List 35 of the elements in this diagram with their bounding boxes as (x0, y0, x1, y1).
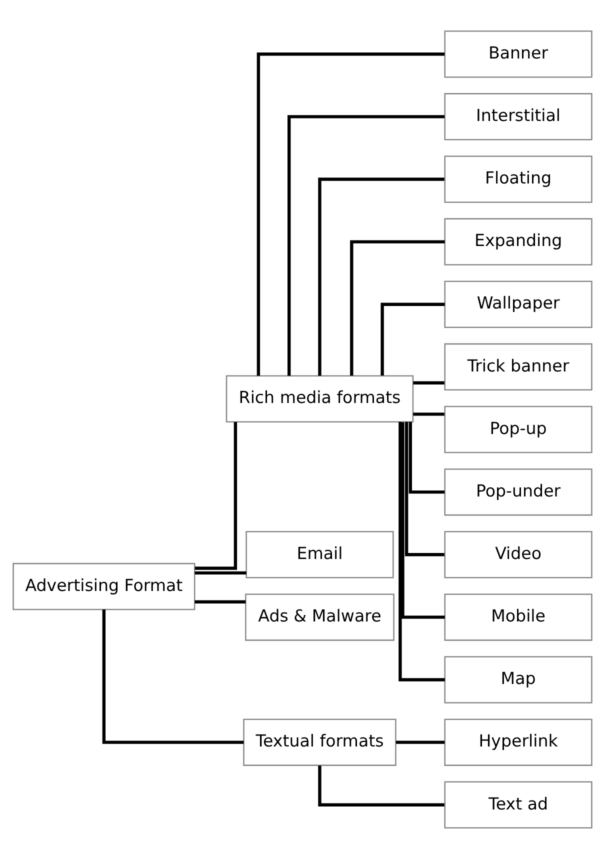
node-box: Map (444, 656, 592, 704)
node-box: Advertising Format (12, 562, 196, 610)
connector (396, 740, 445, 744)
node-box: Banner (444, 30, 592, 78)
connector (380, 302, 445, 376)
node-box: Rich media formats (226, 375, 414, 422)
connector (194, 600, 246, 604)
node-box: Pop-up (444, 406, 592, 454)
node-box: Text ad (444, 781, 592, 829)
node-box: Email (246, 531, 394, 578)
connector (102, 610, 244, 744)
node-box: Interstitial (444, 93, 592, 140)
node-box: Video (444, 531, 592, 578)
connector (318, 178, 444, 376)
node-box: Trick banner (444, 343, 592, 391)
connector (398, 422, 445, 682)
node-box: Floating (444, 156, 592, 203)
node-box: Pop-under (444, 468, 592, 516)
connector (194, 571, 246, 575)
node-box: Mobile (444, 594, 592, 641)
node-box: Expanding (444, 218, 592, 266)
connector (318, 766, 444, 806)
connector (401, 422, 445, 619)
connector (194, 422, 238, 570)
node-box: Textual formats (243, 718, 396, 766)
connector (413, 412, 444, 416)
node-box: Hyperlink (444, 718, 592, 766)
node-box: Ads & Malware (245, 594, 394, 641)
connector (288, 115, 445, 376)
connector (256, 52, 445, 376)
connector (408, 422, 445, 494)
connector (350, 240, 445, 376)
connector (413, 381, 444, 384)
connector (404, 422, 444, 556)
node-box: Wallpaper (444, 280, 592, 328)
